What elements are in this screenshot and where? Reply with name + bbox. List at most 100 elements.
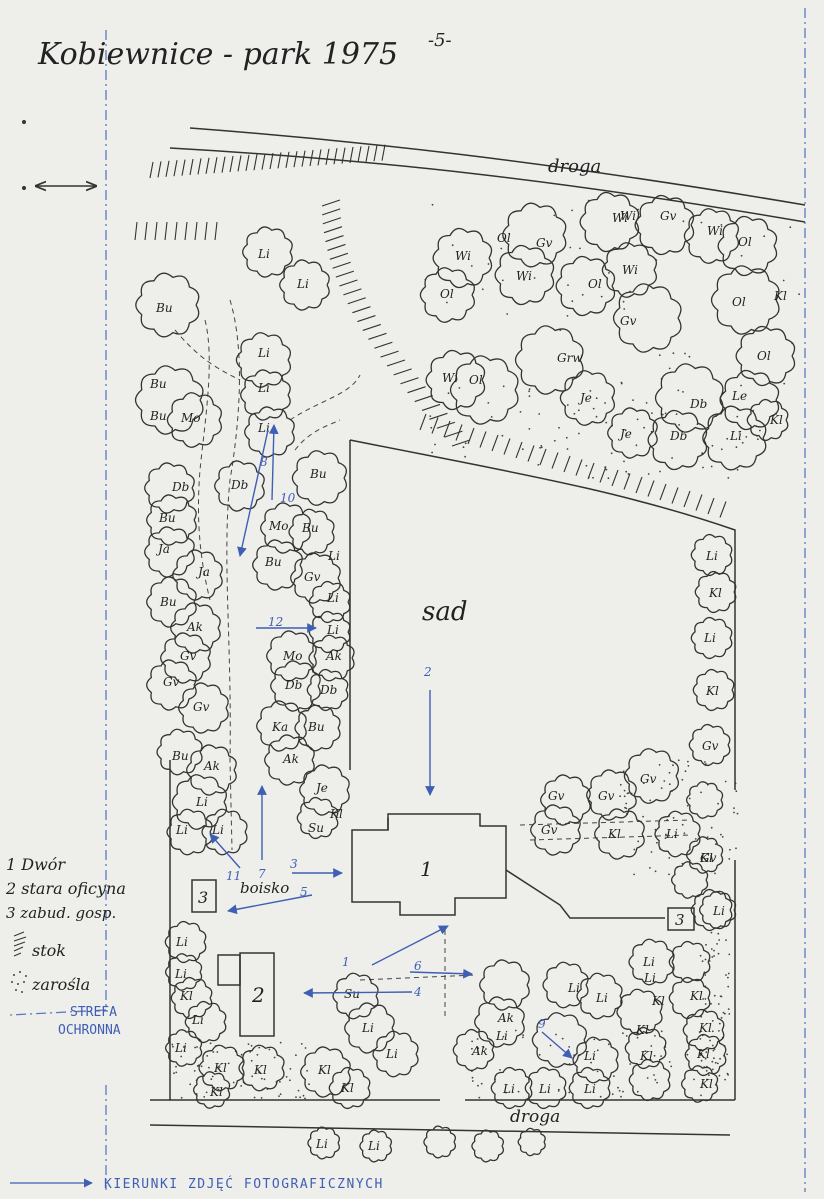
- tree-species-label: Li: [495, 1029, 508, 1043]
- tree-species-label: Kl: [329, 807, 343, 821]
- tree-canopy: [568, 1066, 611, 1110]
- tree-canopy: [698, 891, 737, 929]
- tree-species-label: Li: [595, 991, 608, 1005]
- orchard-label: sad: [422, 597, 468, 627]
- tree-canopy: [134, 365, 204, 435]
- tree-species-label: Je: [617, 427, 632, 441]
- tree-species-label: Li: [327, 549, 340, 563]
- tree-species-label: Li: [538, 1082, 551, 1096]
- tree-canopy: [186, 744, 237, 796]
- photo-direction-number: 5: [300, 885, 308, 899]
- tree-canopy: [530, 804, 581, 856]
- tree-species-label: Li: [195, 795, 208, 809]
- tree-canopy: [308, 580, 351, 624]
- tree-canopy: [607, 407, 658, 459]
- tree-species-label: Kl: [705, 684, 719, 698]
- tree-species-label: Gv: [620, 314, 637, 328]
- tree-canopy: [279, 259, 330, 311]
- top-road-label: droga: [548, 156, 601, 177]
- manor-number: 1: [420, 857, 433, 881]
- tree-species-label: Ak: [471, 1044, 488, 1058]
- tree-canopy: [688, 723, 731, 767]
- tree-canopy: [654, 363, 724, 433]
- tree-canopy: [624, 1026, 667, 1070]
- tree-canopy: [270, 660, 321, 712]
- tree-canopy: [524, 1066, 567, 1110]
- tree-species-label: Db: [669, 429, 687, 443]
- page-number: -5-: [428, 30, 452, 51]
- tree-species-label: Wi: [612, 211, 628, 225]
- legend-slope-symbol: [13, 931, 27, 957]
- photo-direction-legend-label: KIERUNKI ZDJĘĆ FOTOGRAFICZNYCH: [104, 1176, 384, 1192]
- photo-direction-number: 10: [280, 491, 296, 505]
- tree-species-label: Ja: [195, 565, 210, 579]
- tree-species-label: Bu: [155, 301, 173, 315]
- tree-species-label: Ka: [271, 720, 288, 734]
- tree-species-label: Gv: [640, 772, 657, 786]
- tree-canopy: [419, 267, 476, 323]
- tree-canopy: [308, 634, 355, 682]
- tree-canopy: [683, 208, 740, 264]
- photo-direction-number: 9: [538, 1017, 546, 1031]
- tree-species-label: Li: [191, 1013, 204, 1027]
- tree-species-label: Ol: [497, 231, 511, 245]
- tree-species-label: Ol: [732, 295, 746, 309]
- photo-direction-number: 3: [290, 857, 298, 871]
- tree-canopy: [694, 570, 737, 614]
- tree-species-label: Li: [703, 631, 716, 645]
- tree-canopy: [623, 748, 680, 804]
- tree-species-label: Ol: [469, 373, 483, 387]
- tree-canopy: [654, 810, 701, 858]
- tree-species-label: Db: [689, 397, 707, 411]
- tree-canopy: [616, 988, 663, 1036]
- tree-species-label: Li: [257, 421, 270, 435]
- tree-species-label: Kl: [340, 1081, 354, 1095]
- tree-species-label: Gv: [702, 739, 719, 753]
- tree-species-label: Bu: [307, 720, 325, 734]
- tree-canopy: [555, 255, 616, 317]
- tree-canopy: [710, 265, 780, 335]
- tree-canopy: [260, 502, 311, 554]
- tree-canopy: [690, 888, 733, 932]
- tree-species-label: Li: [326, 591, 339, 605]
- tree-species-label: Gv: [193, 700, 210, 714]
- tree-canopy: [684, 1033, 727, 1077]
- tree-canopy: [264, 734, 315, 786]
- tree-canopy: [612, 283, 682, 353]
- tree-canopy: [171, 774, 228, 830]
- tree-species-label: Li: [257, 247, 270, 261]
- tree-canopy: [471, 1129, 505, 1163]
- tree-species-label: Kl: [253, 1063, 267, 1077]
- tree-species-label: Li: [175, 823, 188, 837]
- tree-canopy: [290, 552, 341, 604]
- tree-species-label: Gv: [541, 823, 558, 837]
- tree-canopy: [294, 704, 341, 752]
- tree-canopy: [178, 682, 229, 734]
- tree-canopy: [192, 1071, 231, 1109]
- tree-species-label: Ak: [203, 759, 220, 773]
- tree-canopy: [628, 938, 675, 986]
- tree-species-label: Gv: [180, 649, 197, 663]
- tree-species-label: Gv: [163, 675, 180, 689]
- tree-species-label: Li: [315, 1137, 328, 1151]
- tree-canopy: [160, 632, 211, 684]
- slope-hatching: [134, 144, 727, 518]
- tree-species-label: Li: [583, 1049, 596, 1063]
- top-road: [169, 127, 806, 223]
- farm-buildings: [191, 879, 695, 931]
- legend-item-2: 2 stara oficyna: [5, 879, 126, 898]
- tree-species-label: Gv: [536, 236, 553, 250]
- tree-species-label: Li: [567, 981, 580, 995]
- photo-direction-arrow: [303, 988, 413, 998]
- tree-species-label: Li: [367, 1139, 380, 1153]
- tree-canopy: [235, 332, 292, 388]
- tree-species-label: Li: [211, 823, 224, 837]
- tree-canopy: [634, 194, 695, 256]
- tree-species-label: Li: [643, 971, 656, 985]
- tree-canopy: [479, 959, 530, 1011]
- tree-species-label: Le: [731, 389, 747, 403]
- protection-zone-label-1: STREFA: [70, 1005, 117, 1020]
- sports-field-label: boisko: [240, 879, 289, 897]
